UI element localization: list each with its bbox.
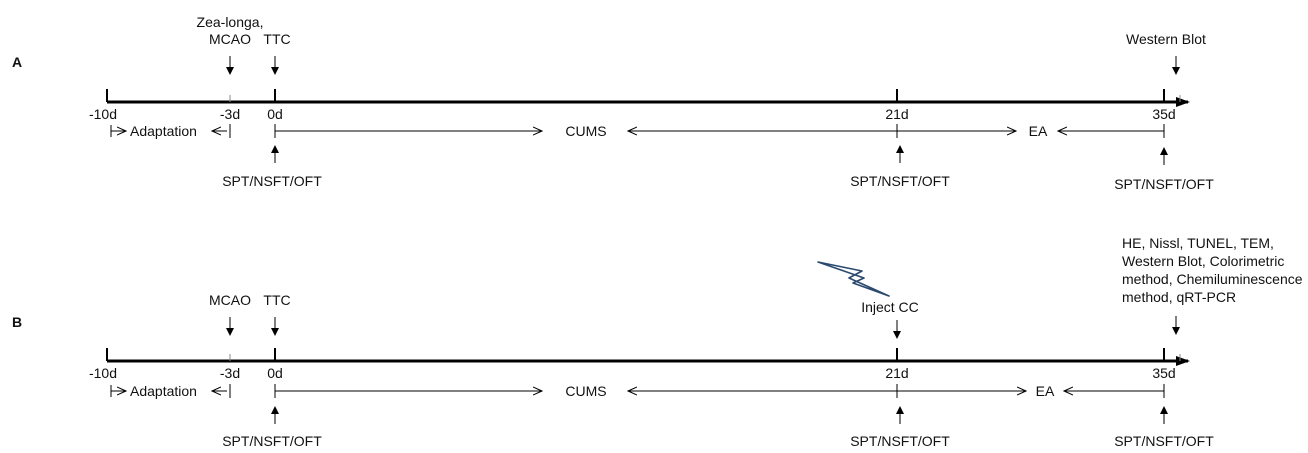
tick-label: 21d (885, 106, 908, 122)
tick-label: 35d (1152, 365, 1175, 381)
test-label: SPT/NSFT/OFT (222, 433, 322, 449)
tick-label: 21d (885, 365, 908, 381)
panel-a: A -10d -3d 0d 21d 35d Zea-longa, MCAO TT… (12, 14, 1214, 192)
assay-label-line3: method, Chemiluminescence (1122, 271, 1303, 287)
ea-label: EA (1029, 123, 1048, 139)
tick-label: -10d (89, 106, 117, 122)
adaptation-label: Adaptation (130, 383, 197, 399)
tick-label: 0d (267, 106, 283, 122)
panel-b: B -10d -3d 0d 21d 35d MCAO TTC Inject CC… (12, 235, 1303, 449)
inject-cc-label: Inject CC (861, 299, 919, 315)
assay-label-line4: method, qRT-PCR (1122, 289, 1236, 305)
test-label: SPT/NSFT/OFT (222, 173, 322, 189)
cums-label: CUMS (565, 383, 606, 399)
cums-label: CUMS (565, 123, 606, 139)
lightning-bolt-icon (817, 261, 890, 297)
assay-label-line1: HE, Nissl, TUNEL, TEM, (1122, 235, 1274, 251)
tick-label: -3d (220, 365, 240, 381)
test-label: SPT/NSFT/OFT (850, 173, 950, 189)
mcao-label-line1: Zea-longa, (197, 14, 264, 30)
panel-a-letter: A (12, 54, 22, 70)
mcao-label: MCAO (209, 292, 251, 308)
test-label: SPT/NSFT/OFT (1114, 433, 1214, 449)
tick-label: 35d (1152, 106, 1175, 122)
ea-label: EA (1036, 383, 1055, 399)
tick-label: -10d (89, 365, 117, 381)
test-label: SPT/NSFT/OFT (1114, 176, 1214, 192)
tick-label: -3d (220, 106, 240, 122)
adaptation-label: Adaptation (130, 123, 197, 139)
tick-label: 0d (267, 365, 283, 381)
test-label: SPT/NSFT/OFT (850, 433, 950, 449)
ttc-label: TTC (263, 31, 290, 47)
mcao-label-line2: MCAO (209, 31, 251, 47)
western-blot-label: Western Blot (1126, 31, 1206, 47)
panel-b-letter: B (12, 314, 22, 330)
ttc-label: TTC (263, 292, 290, 308)
assay-label-line2: Western Blot, Colorimetric (1122, 253, 1284, 269)
